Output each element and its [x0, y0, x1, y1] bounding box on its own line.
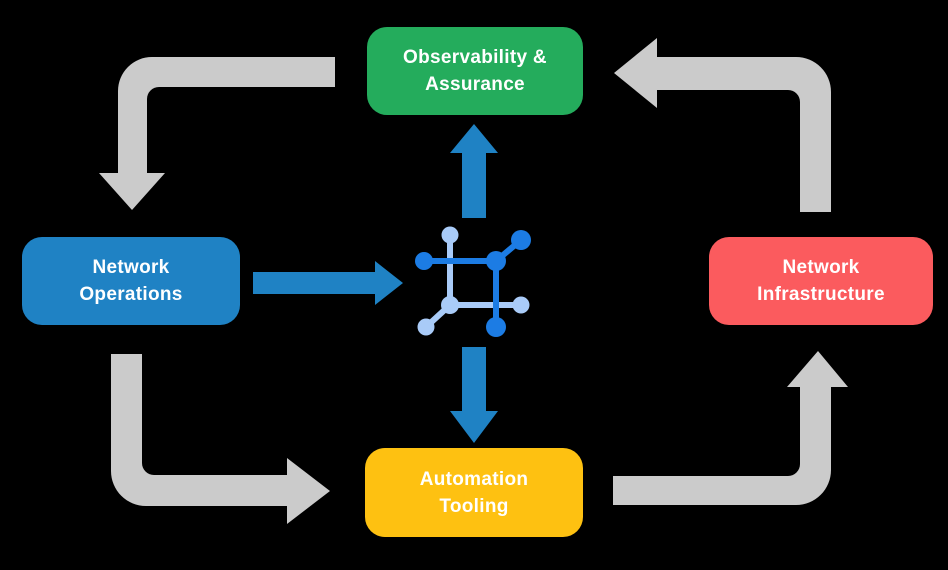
node-automation-tooling: Automation Tooling	[365, 448, 583, 537]
node-network-infrastructure: Network Infrastructure	[709, 237, 933, 325]
highlight-arrows	[253, 124, 498, 443]
node-label-line: Network	[92, 257, 170, 278]
node-label-line: Operations	[79, 284, 183, 305]
node-label-line: Observability &	[403, 47, 547, 68]
network-fabric-icon-dark	[415, 230, 531, 337]
cycle-arrows	[99, 38, 848, 524]
node-label-line: Infrastructure	[757, 284, 885, 305]
arrow-observability-to-operations	[99, 57, 335, 210]
node-label-line: Tooling	[439, 495, 509, 517]
node-observability-assurance: Observability & Assurance	[367, 27, 583, 115]
arrow-infrastructure-to-observability	[614, 38, 831, 212]
arrow-icon-to-observability	[450, 124, 498, 218]
arrow-icon-to-tooling	[450, 347, 498, 443]
node-label-line: Assurance	[425, 74, 525, 95]
arrow-operations-to-tooling	[111, 354, 330, 524]
network-fabric-icon-light	[417, 226, 530, 336]
node-label-line: Network	[782, 257, 860, 278]
node-label-line: Automation	[419, 468, 529, 490]
node-network-operations: Network Operations	[22, 237, 240, 325]
arrow-operations-to-icon	[253, 261, 403, 305]
network-fabric-icon	[415, 226, 531, 337]
arrow-tooling-to-infrastructure	[613, 351, 848, 505]
